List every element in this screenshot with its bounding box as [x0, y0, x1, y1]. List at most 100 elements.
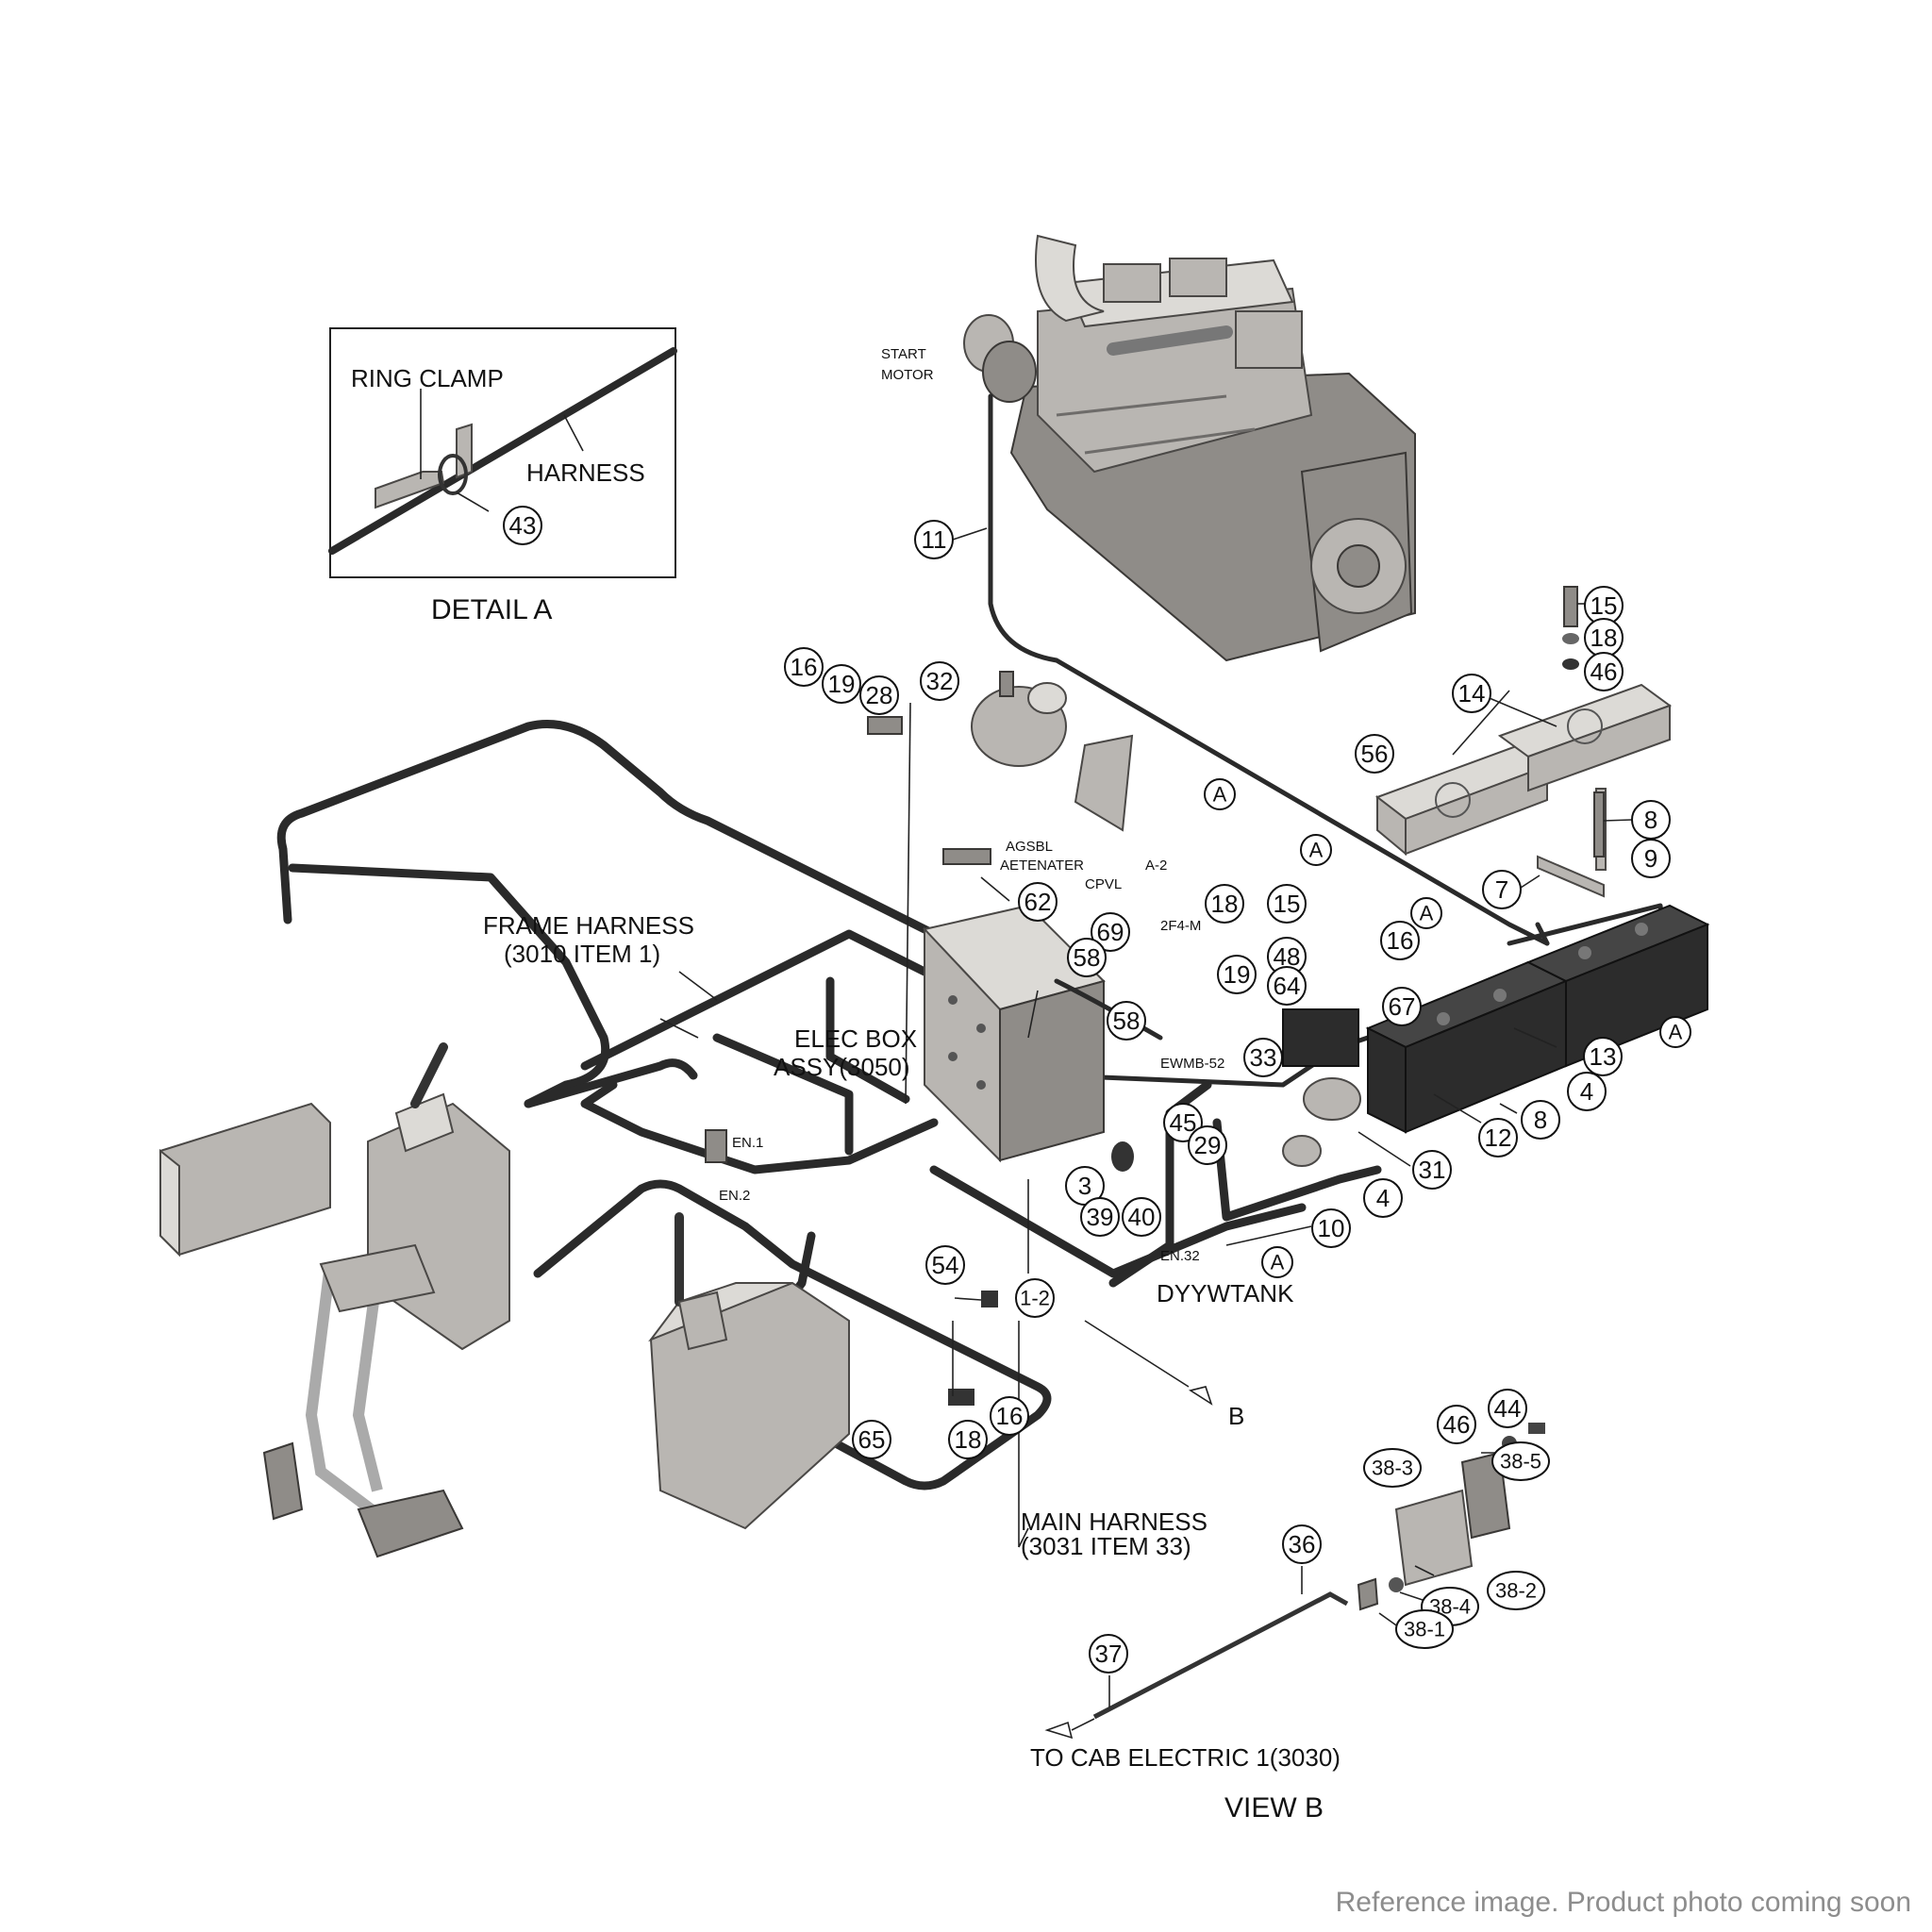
alternator — [971, 671, 1134, 832]
callout-62: 62 — [1018, 882, 1058, 922]
callout-9: 9 — [1631, 839, 1671, 878]
main-harness-label-2: (3031 ITEM 33) — [1021, 1532, 1191, 1560]
svg-text:A: A — [1420, 902, 1434, 925]
callouts: 11 15 18 46 14 56 8 9 7 16 19 28 32 62 1… — [784, 520, 1671, 1674]
callout-12: 12 — [1478, 1118, 1518, 1158]
svg-text:11: 11 — [922, 525, 947, 554]
callout-15: 15 — [1267, 884, 1307, 924]
callout-10: 10 — [1311, 1208, 1351, 1248]
callout-3: 3 — [1065, 1166, 1105, 1206]
callout-38-2: 38-2 — [1487, 1571, 1545, 1610]
svg-text:A: A — [1669, 1021, 1683, 1044]
svg-text:36: 36 — [1289, 1530, 1316, 1558]
callout-38-5: 38-5 — [1491, 1441, 1550, 1481]
en2-label: EN.2 — [719, 1188, 750, 1204]
to-cab-label: TO CAB ELECTRIC 1(3030) — [1030, 1743, 1341, 1772]
small-components — [705, 716, 1361, 1406]
svg-text:54: 54 — [932, 1251, 959, 1279]
svg-text:12: 12 — [1485, 1124, 1512, 1152]
svg-text:33: 33 — [1250, 1043, 1277, 1072]
agsbl-label-2: AETENATER — [1000, 858, 1084, 874]
ewmb-label: EWMB-52 — [1160, 1056, 1224, 1072]
callout-16: 16 — [990, 1396, 1029, 1436]
callout-4: 4 — [1567, 1072, 1607, 1111]
dywwtank-label: DYYWTANK — [1157, 1279, 1294, 1307]
f4m-label: 2F4-M — [1160, 918, 1201, 934]
svg-text:46: 46 — [1591, 658, 1618, 686]
ring-clamp-bracket — [375, 471, 445, 509]
section-a-markers: A A A A A — [1204, 778, 1691, 1278]
en1-label: EN.1 — [732, 1135, 763, 1151]
engine — [963, 234, 1416, 662]
svg-text:8: 8 — [1534, 1106, 1547, 1134]
callout-18: 18 — [1584, 618, 1624, 658]
svg-text:38-1: 38-1 — [1404, 1618, 1445, 1641]
svg-text:16: 16 — [1387, 926, 1414, 955]
elec-box-label-1: ELEC BOX — [794, 1024, 917, 1053]
callout-33: 33 — [1243, 1038, 1283, 1077]
svg-text:58: 58 — [1074, 943, 1101, 972]
leader-lines — [659, 527, 1633, 1740]
svg-text:58: 58 — [1113, 1007, 1141, 1035]
svg-text:64: 64 — [1274, 972, 1301, 1000]
callout-32: 32 — [920, 661, 959, 701]
elec-box-label-2: ASSY(3050) — [774, 1053, 910, 1081]
callout-16: 16 — [1380, 921, 1420, 960]
svg-text:28: 28 — [866, 681, 893, 709]
callout-69: 69 — [1091, 912, 1130, 952]
svg-text:9: 9 — [1644, 844, 1657, 873]
callout-8: 8 — [1521, 1100, 1560, 1140]
svg-text:13: 13 — [1590, 1042, 1617, 1071]
frame-harness-label-1: FRAME HARNESS — [483, 911, 694, 940]
callout-38-1: 38-1 — [1395, 1609, 1454, 1649]
svg-text:31: 31 — [1419, 1156, 1446, 1184]
svg-text:56: 56 — [1361, 740, 1389, 768]
svg-text:19: 19 — [828, 670, 856, 698]
svg-text:A: A — [1271, 1251, 1285, 1274]
svg-text:18: 18 — [1591, 624, 1618, 652]
svg-text:4: 4 — [1580, 1077, 1593, 1106]
callout-13: 13 — [1583, 1037, 1623, 1076]
view-b-title: VIEW B — [1224, 1792, 1324, 1824]
svg-text:3: 3 — [1078, 1172, 1091, 1200]
callout-46: 46 — [1584, 652, 1624, 691]
callout-7: 7 — [1482, 870, 1522, 909]
svg-text:38-2: 38-2 — [1495, 1579, 1537, 1603]
svg-text:7: 7 — [1495, 875, 1508, 904]
callout-67: 67 — [1382, 987, 1422, 1026]
watermark-text: Reference image. Product photo coming so… — [1335, 1887, 1911, 1918]
svg-text:16: 16 — [791, 653, 818, 681]
callout-1-2: 1-2 — [1015, 1278, 1055, 1318]
ring-clamp-label: RING CLAMP — [351, 364, 504, 392]
callout-43: 43 — [503, 506, 542, 545]
b-arrow-label: B — [1228, 1402, 1244, 1430]
svg-text:69: 69 — [1097, 918, 1124, 946]
svg-text:4: 4 — [1376, 1184, 1390, 1212]
svg-text:45: 45 — [1170, 1108, 1197, 1137]
text-labels: FRAME HARNESS (3010 ITEM 1) ELEC BOX ASS… — [483, 839, 1341, 1824]
svg-text:16: 16 — [996, 1402, 1024, 1430]
callout-28: 28 — [859, 675, 899, 715]
svg-text:A: A — [1213, 783, 1227, 807]
hold-down-bar — [1537, 855, 1605, 898]
svg-text:14: 14 — [1458, 679, 1486, 708]
svg-text:19: 19 — [1224, 960, 1251, 989]
svg-text:32: 32 — [926, 667, 954, 695]
svg-text:18: 18 — [1211, 890, 1239, 918]
callout-19: 19 — [1217, 955, 1257, 994]
callout-36: 36 — [1282, 1524, 1322, 1564]
svg-text:40: 40 — [1128, 1203, 1156, 1231]
control-console-left — [159, 1042, 510, 1558]
callout-31: 31 — [1412, 1150, 1452, 1190]
callout-8: 8 — [1631, 800, 1671, 840]
callout-46: 46 — [1437, 1405, 1476, 1444]
start-motor-label-2: MOTOR — [881, 367, 934, 383]
cpvl-label: CPVL — [1085, 876, 1122, 892]
callout-54: 54 — [925, 1245, 965, 1285]
callout-64: 64 — [1267, 966, 1307, 1006]
callout-19: 19 — [822, 664, 861, 704]
view-b-parts — [1092, 1423, 1545, 1720]
callout-40: 40 — [1122, 1197, 1161, 1237]
a2-label: A-2 — [1145, 858, 1167, 874]
